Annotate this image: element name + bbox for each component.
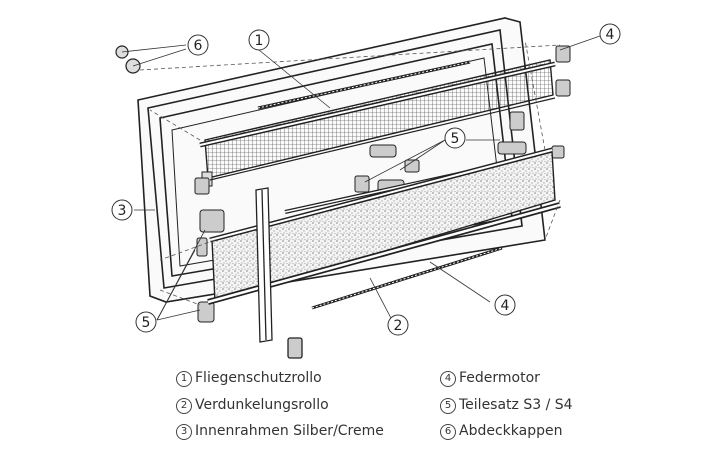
callout-2: 2 [387, 314, 409, 336]
callout-6: 6 [187, 34, 209, 56]
legend-number: 6 [440, 424, 456, 440]
assembly-lines [139, 39, 561, 306]
callout-leaders [121, 35, 601, 323]
legend-text: Innenrahmen Silber/Creme [195, 423, 384, 439]
legend-number: 2 [176, 398, 192, 414]
svg-text:5: 5 [142, 315, 151, 331]
legend-text: Abdeckkappen [459, 423, 563, 439]
callout-1: 1 [248, 29, 270, 51]
svg-text:2: 2 [394, 318, 403, 334]
legend-number: 1 [176, 371, 192, 387]
callout-4-top: 4 [599, 23, 621, 45]
spring-motor-bottom [311, 246, 503, 310]
legend-number: 4 [440, 371, 456, 387]
callout-5-upper: 5 [444, 127, 466, 149]
legend-text: Federmotor [459, 370, 540, 386]
legend-number: 5 [440, 398, 456, 414]
legend-text: Verdunkelungsrollo [195, 397, 329, 413]
svg-text:5: 5 [451, 131, 460, 147]
callout-5-lower: 5 [135, 311, 157, 333]
legend-text: Fliegenschutzrollo [195, 370, 322, 386]
legend-number: 3 [176, 424, 192, 440]
svg-text:4: 4 [606, 27, 615, 43]
svg-text:1: 1 [255, 33, 264, 49]
svg-text:3: 3 [118, 203, 127, 219]
callout-3: 3 [111, 199, 133, 221]
spring-motor-top [257, 60, 471, 110]
vertical-guide [255, 187, 303, 359]
svg-text:6: 6 [194, 38, 203, 54]
svg-text:4: 4 [501, 298, 510, 314]
legend-text: Teilesatz S3 / S4 [459, 397, 573, 413]
fly-screen-roller [199, 59, 556, 187]
callout-4-bottom: 4 [494, 294, 516, 316]
exploded-view-diagram: 1 6 4 3 5 5 2 4 [111, 17, 621, 359]
